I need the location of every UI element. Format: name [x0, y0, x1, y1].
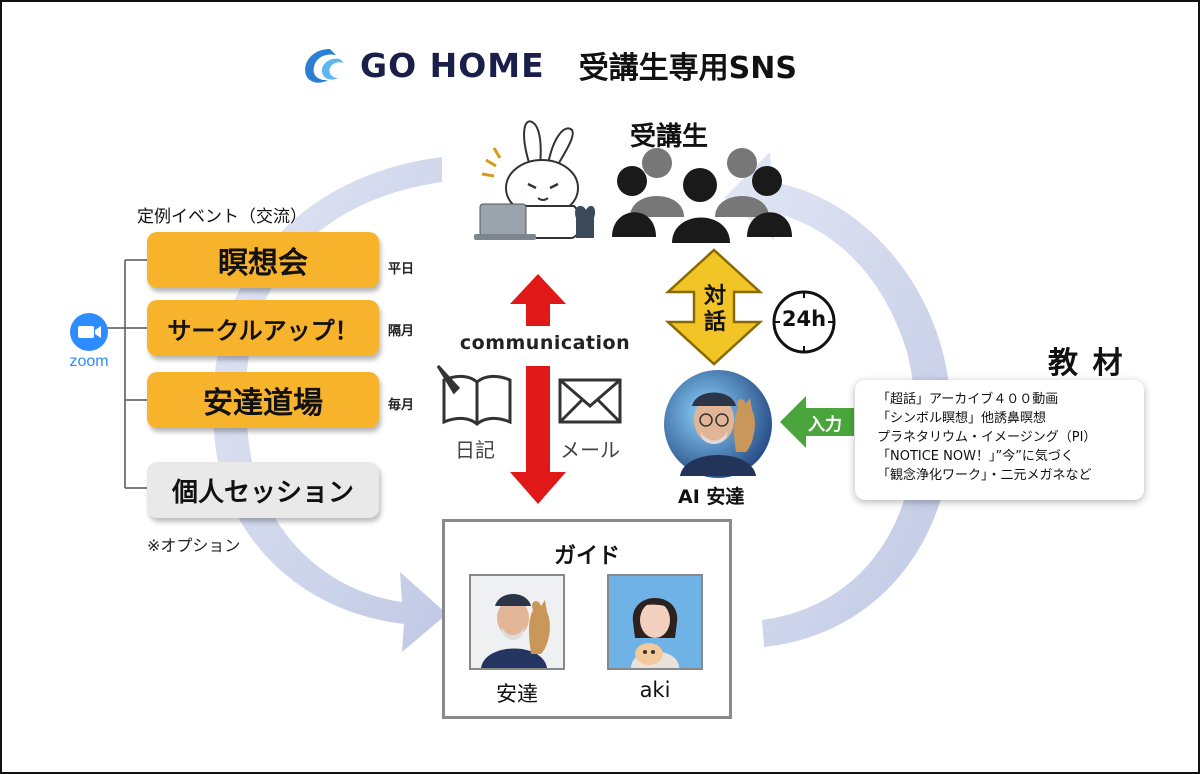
- event-meditation-frequency: 平日: [388, 262, 415, 277]
- private-session-button[interactable]: 個人セッション: [147, 462, 379, 518]
- material-item: 「観念浄化ワーク」・二元メガネなど: [877, 468, 1092, 483]
- material-item: 「シンボル瞑想」他誘鼻暝想: [877, 411, 1047, 426]
- ai-adachi-label: AI 安達: [678, 486, 745, 508]
- guide-aki-name: aki: [639, 678, 671, 702]
- arrow-up-icon: [510, 274, 566, 326]
- rabbit-laptop-icon: [474, 120, 596, 240]
- input-arrow-icon: [780, 396, 854, 448]
- arrow-down-icon: [510, 366, 566, 504]
- dialog-label: 対話: [703, 284, 726, 335]
- guide-aki-photo: [607, 574, 703, 670]
- diary-book-icon: [436, 364, 512, 426]
- event-circle-up-frequency: 隔月: [388, 324, 415, 339]
- mail-label: メール: [560, 438, 620, 462]
- guide-adachi-portrait: [471, 576, 563, 668]
- go-home-logo-icon: [305, 49, 344, 83]
- event-circle-up-button[interactable]: サークルアップ！: [147, 300, 379, 356]
- zoom-label: zoom: [69, 353, 109, 370]
- event-dojo-frequency: 毎月: [388, 398, 415, 413]
- guide-box: ガイド 安達 aki: [442, 519, 732, 719]
- clock-24h-label: 24h: [781, 307, 827, 331]
- header: GO HOME 受講生専用SNS: [300, 40, 797, 90]
- material-item: 「超話」アーカイブ４００動画: [877, 392, 1059, 407]
- input-label: 入力: [808, 415, 842, 435]
- events-title: 定例イベント（交流）: [137, 207, 307, 227]
- materials-list: 「超話」アーカイブ４００動画 「シンボル瞑想」他誘鼻暝想 プラネタリウム・イメー…: [855, 380, 1144, 500]
- ai-adachi-avatar: [664, 370, 772, 478]
- clock-24h-icon: [772, 290, 836, 354]
- guide-adachi-name: 安達: [496, 682, 538, 706]
- communication-label: communication: [459, 332, 631, 354]
- zoom-camera-icon: [70, 313, 108, 351]
- material-item: 「NOTICE NOW！」”今”に気づく: [877, 449, 1074, 464]
- guide-title: ガイド: [553, 544, 620, 569]
- diary-label: 日記: [455, 438, 495, 462]
- material-item: プラネタリウム・イメージング（PI）: [877, 430, 1097, 445]
- brand-name: GO HOME: [360, 45, 545, 85]
- session-option-note: ※オプション: [147, 536, 241, 555]
- page-title: 受講生専用SNS: [578, 51, 798, 86]
- event-dojo-button[interactable]: 安達道場: [147, 372, 379, 428]
- events-bracket: [107, 259, 147, 489]
- guide-adachi-photo: [469, 574, 565, 670]
- mail-envelope-icon: [558, 378, 622, 424]
- dialog-double-arrow: [664, 248, 764, 366]
- event-meditation-button[interactable]: 瞑想会: [147, 232, 379, 288]
- students-label: 受講生: [630, 122, 709, 152]
- students-group-icon: [612, 148, 792, 243]
- communication-arrows: [510, 274, 566, 504]
- materials-title: 教 材: [1048, 346, 1125, 381]
- guide-aki-portrait: [609, 576, 701, 668]
- cycle-arrow-right: [724, 152, 952, 647]
- zoom-logo: zoom: [57, 312, 121, 371]
